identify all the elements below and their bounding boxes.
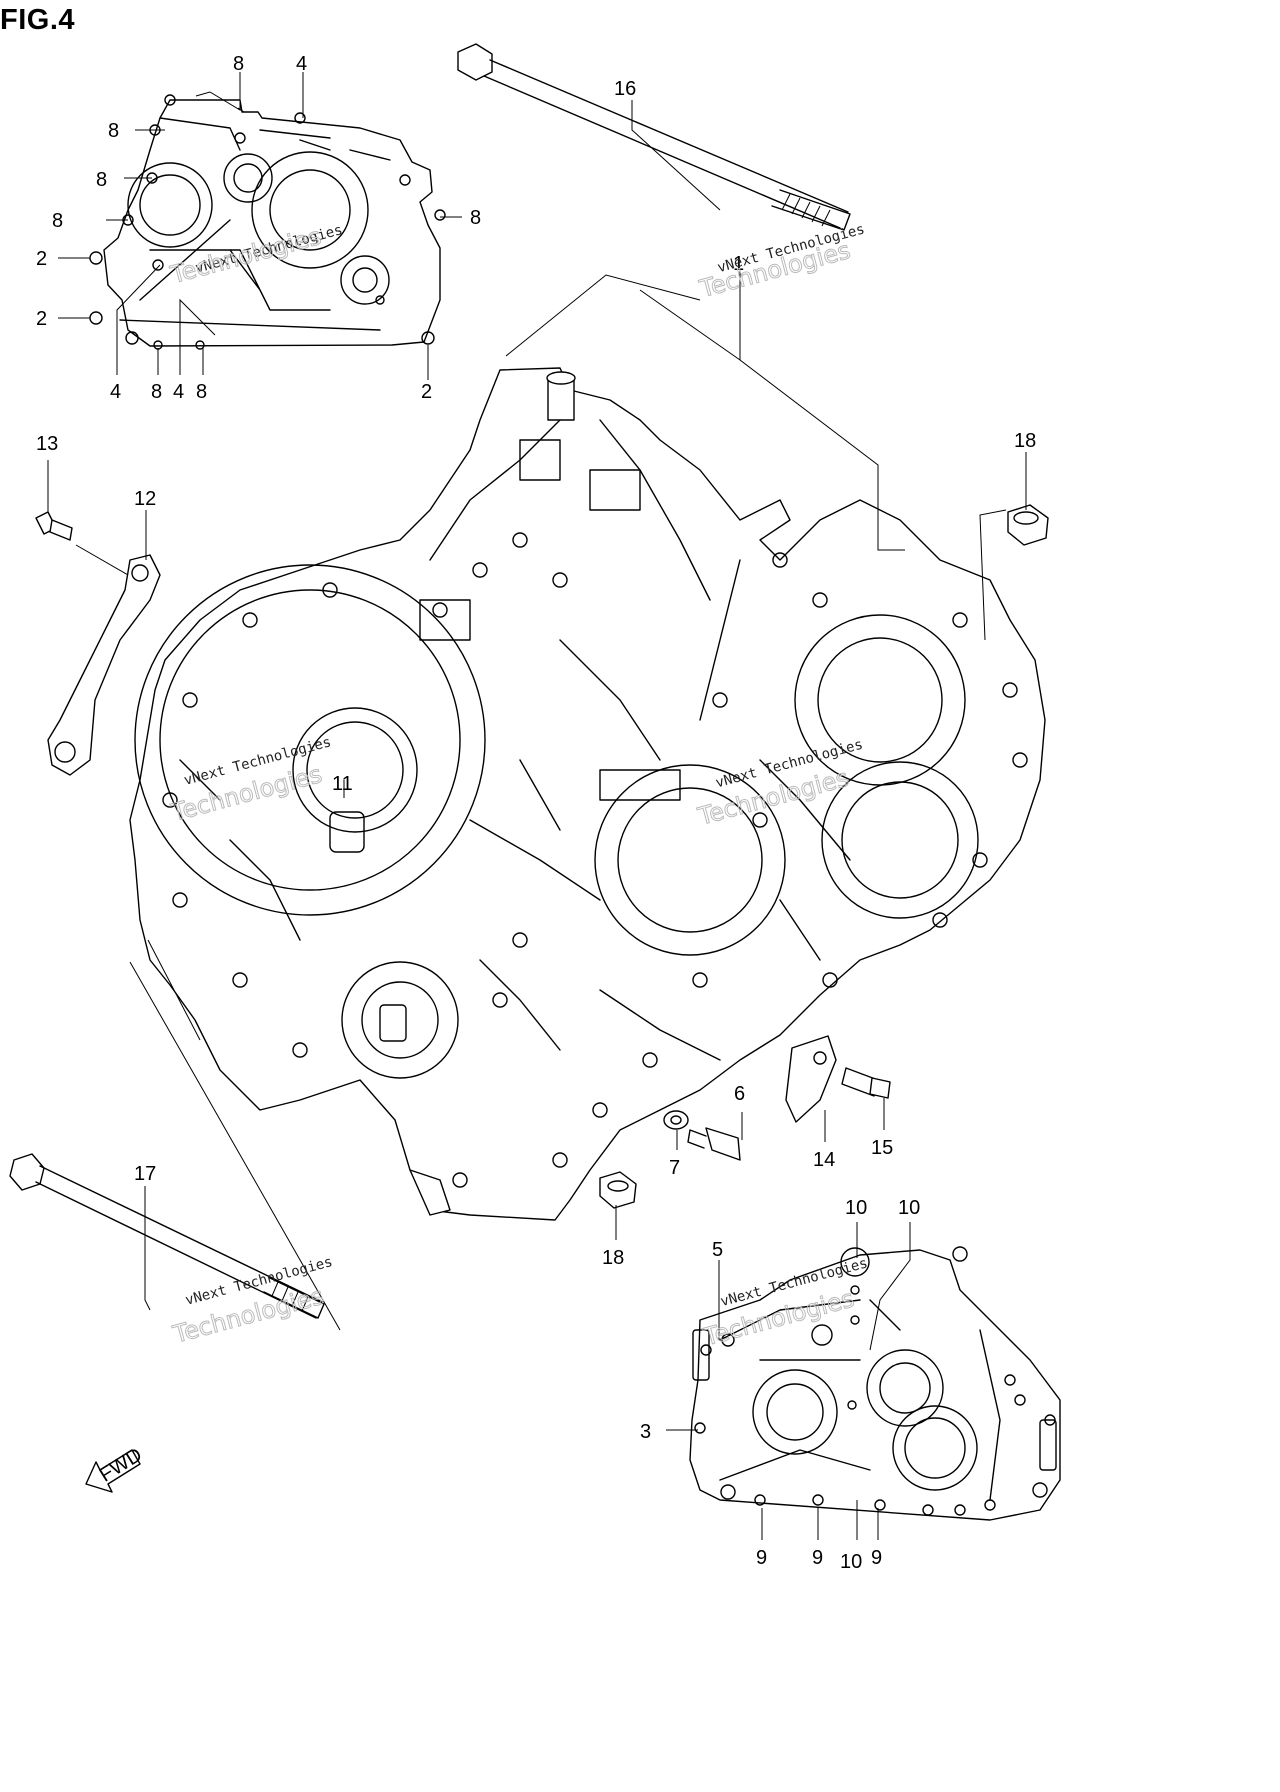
callout-8: 8: [151, 381, 162, 403]
callout-9: 9: [812, 1547, 823, 1569]
bolt-15: [841, 1067, 891, 1099]
callout-8: 8: [108, 120, 119, 142]
callout-12: 12: [134, 488, 156, 510]
bolt-6: [687, 1127, 741, 1161]
callout-7: 7: [669, 1157, 680, 1179]
bolt-17: [9, 1153, 325, 1319]
callout-5: 5: [712, 1239, 723, 1261]
callout-4: 4: [110, 381, 121, 403]
callout-17: 17: [134, 1163, 156, 1185]
callout-2: 2: [36, 248, 47, 270]
crankcase-half-left-view: [89, 94, 446, 350]
callout-2: 2: [36, 308, 47, 330]
callout-14: 14: [813, 1149, 835, 1171]
bolt-13: [35, 511, 73, 541]
callout-9: 9: [756, 1547, 767, 1569]
washer-7: [663, 1110, 689, 1130]
right-cover-bolt-holes: [694, 1246, 1056, 1516]
figure-title: FIG.4: [0, 4, 76, 36]
nut-18-bottom: [599, 1171, 637, 1209]
callout-4: 4: [296, 53, 307, 75]
callout-18: 18: [1014, 430, 1036, 452]
callout-10: 10: [845, 1197, 867, 1219]
leader-lines: [47, 72, 1027, 1540]
nut-18-top: [1007, 504, 1049, 546]
cover-bolt-holes: [89, 94, 446, 350]
callout-labels: 8 4 8 8 8 8 2 2 4 8 4 8 2 16 1 18 13 12 …: [36, 53, 1036, 1573]
callout-3: 3: [640, 1421, 651, 1443]
bracket-14: [785, 1035, 837, 1123]
callout-1: 1: [733, 253, 744, 275]
callout-15: 15: [871, 1137, 893, 1159]
callout-18: 18: [602, 1247, 624, 1269]
bolt-16: [457, 43, 851, 231]
fwd-arrow-icon: FWD: [85, 1444, 146, 1493]
callout-10: 10: [898, 1197, 920, 1219]
callout-4: 4: [173, 381, 184, 403]
callout-9: 9: [871, 1547, 882, 1569]
crankcase-half-right-view: [689, 1246, 1061, 1521]
callout-16: 16: [614, 78, 636, 100]
callout-8: 8: [196, 381, 207, 403]
fwd-label: FWD: [96, 1444, 146, 1487]
callout-2: 2: [421, 381, 432, 403]
callout-8: 8: [233, 53, 244, 75]
callout-11: 11: [332, 773, 353, 795]
callout-8: 8: [52, 210, 63, 232]
callout-8: 8: [470, 207, 481, 229]
bracket-12: [47, 554, 161, 776]
callout-13: 13: [36, 433, 58, 455]
crankcase-bolt-bosses: [162, 532, 1028, 1188]
callout-10: 10: [840, 1551, 862, 1573]
callout-6: 6: [734, 1083, 745, 1105]
crankcase-main-assembly: [129, 367, 1046, 1221]
callout-8: 8: [96, 169, 107, 191]
